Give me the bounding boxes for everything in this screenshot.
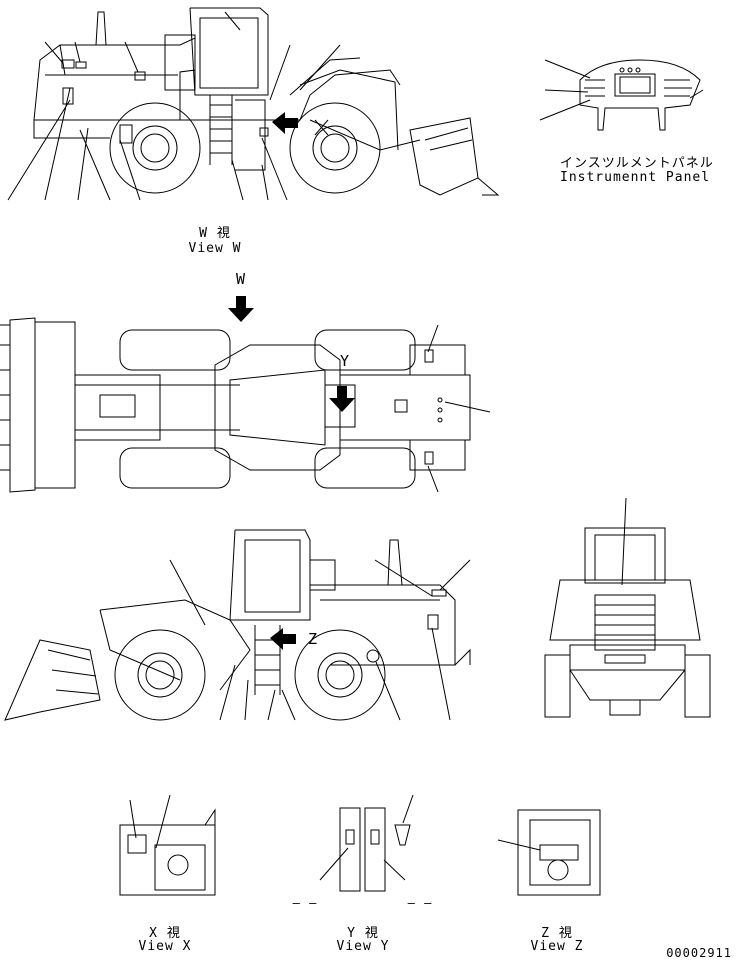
loader-left-view — [4, 529, 471, 721]
view-y-name: View Y — [336, 939, 390, 954]
instrument-panel-en: Instrumennt Panel — [560, 170, 711, 185]
marker-y: Y — [339, 352, 351, 370]
view-z-name: View Z — [530, 939, 584, 954]
loader-top-view — [0, 296, 491, 493]
view-z-drawing — [497, 809, 601, 896]
section-mark-left: – – — [292, 896, 318, 910]
instrument-panel-drawing — [539, 59, 704, 131]
view-y-kana: Y 視 — [347, 926, 379, 941]
loader-rear-view — [544, 497, 711, 718]
view-w-name: View W — [188, 241, 242, 256]
view-z-kana: Z 視 — [541, 926, 573, 941]
drawing-number: 00002911 — [666, 946, 732, 960]
view-x-kana: X 視 — [149, 926, 181, 941]
view-y-drawing — [319, 794, 414, 892]
view-w-kana: W 視 — [199, 226, 231, 241]
view-x-drawing — [119, 794, 216, 896]
marker-z: Z — [307, 630, 319, 648]
view-x-name: View X — [138, 939, 192, 954]
instrument-panel-jp: インスツルメントパネル — [560, 156, 714, 171]
loader-side-view-w — [7, 7, 500, 201]
section-mark-right: – – — [407, 896, 433, 910]
marker-w: W — [235, 270, 247, 288]
